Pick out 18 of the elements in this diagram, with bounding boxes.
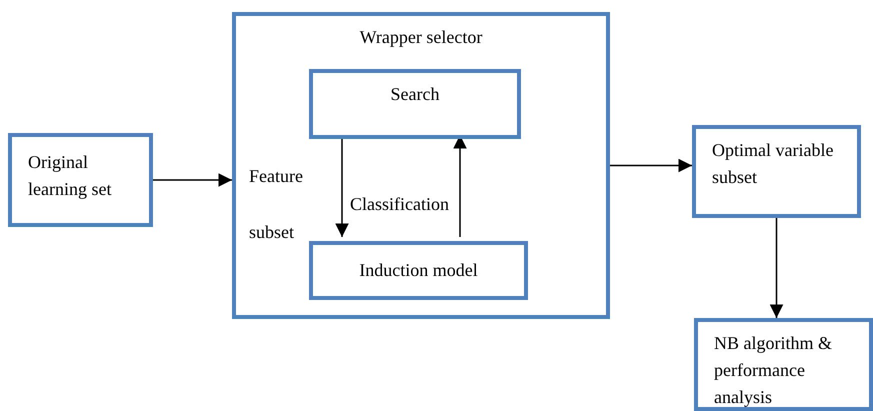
- process-box: [692, 125, 861, 218]
- arrow: [610, 158, 692, 172]
- box-label: Wrapper selector: [360, 26, 482, 49]
- process-box: [309, 69, 521, 139]
- text-label: Classification: [350, 193, 449, 215]
- box-label: Original learning set: [28, 151, 112, 201]
- process-box: [232, 12, 610, 319]
- arrow: [153, 173, 232, 187]
- process-box: [8, 133, 153, 227]
- text-label: subset: [249, 221, 294, 243]
- box-label: NB algorithm & performance analysis: [714, 332, 833, 409]
- text-label: Feature: [249, 165, 303, 187]
- box-label: Optimal variable subset: [712, 139, 834, 189]
- arrow: [770, 218, 784, 318]
- process-box: [309, 241, 528, 300]
- box-label: Search: [390, 83, 440, 106]
- box-label: Induction model: [359, 259, 478, 282]
- process-box: [694, 318, 873, 411]
